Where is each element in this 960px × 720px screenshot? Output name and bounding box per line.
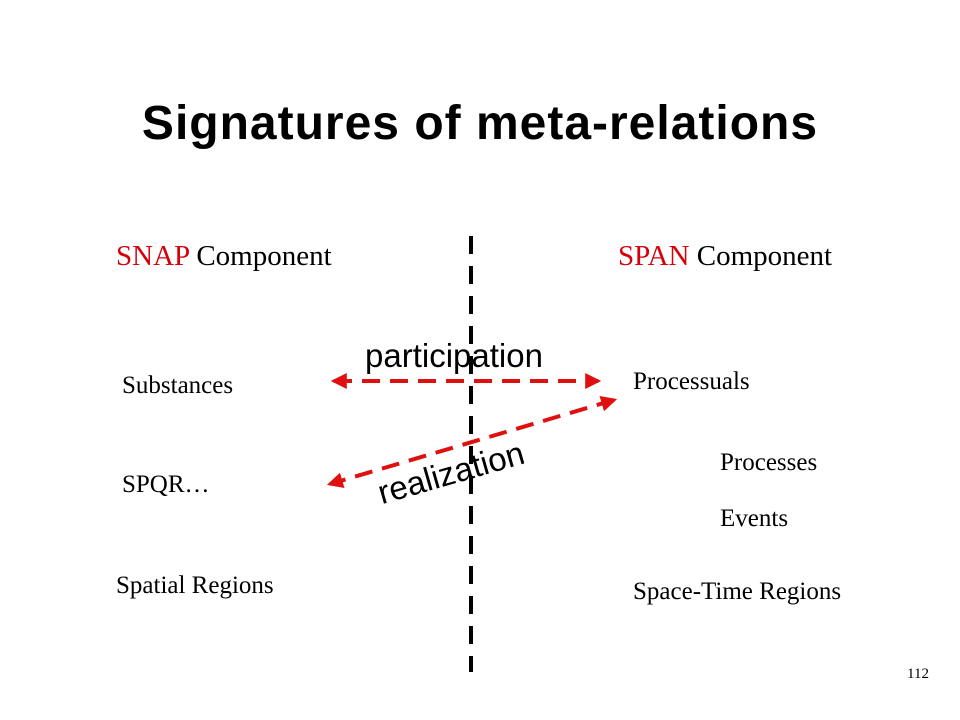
snap-heading-suffix: Component	[189, 240, 332, 272]
slide-title: Signatures of meta-relations	[141, 97, 819, 150]
span-keyword: SPAN	[618, 240, 690, 272]
participation-label: participation	[365, 337, 543, 374]
span-component-heading: SPAN Component	[618, 240, 832, 273]
span-item-processes: Processes	[720, 449, 818, 476]
slide-number: 112	[907, 666, 929, 682]
snap-item-substances: Substances	[122, 372, 234, 399]
snap-component-heading: SNAP Component	[116, 240, 332, 273]
realization-arrow	[326, 395, 618, 489]
snap-item-spatial-regions: Spatial Regions	[116, 572, 274, 599]
span-item-space-time-regions: Space-Time Regions	[633, 578, 842, 605]
snap-item-spqr: SPQR…	[122, 471, 210, 498]
span-item-events: Events	[720, 505, 789, 532]
span-heading-suffix: Component	[689, 240, 833, 272]
span-item-processuals: Processuals	[633, 368, 750, 395]
snap-keyword: SNAP	[116, 240, 190, 272]
